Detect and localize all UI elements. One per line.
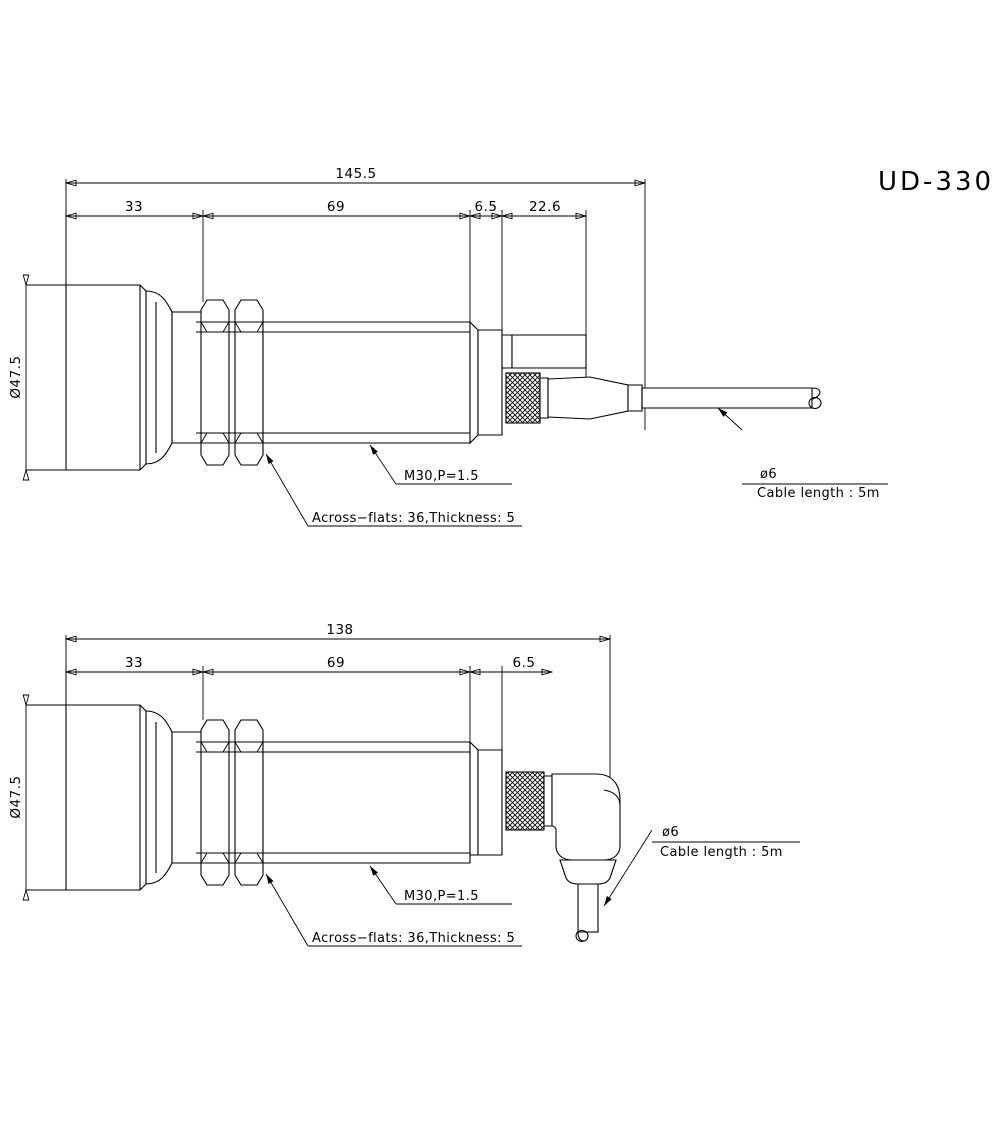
- threaded-barrel-lower: [196, 740, 503, 864]
- callout-thread-label-lower: M30,P=1.5: [404, 889, 479, 904]
- dim-label-6-5-lower: 6.5: [513, 655, 536, 671]
- callout-cable-diameter-lower: ø6: [662, 825, 679, 840]
- drawing-title: UD-330: [878, 167, 994, 197]
- dimension-diameter-47-5: Ø47.5: [8, 285, 66, 470]
- cable-right-angle: [575, 883, 599, 943]
- callout-hex-bottom: Across−flats: 36,Thickness: 5: [265, 873, 522, 947]
- dim-label-69: 69: [327, 199, 345, 215]
- dimension-overall-145-5: 145.5: [66, 166, 645, 430]
- dim-label-6-5: 6.5: [475, 199, 498, 215]
- cable-straight: [641, 387, 822, 410]
- dim-label-overall: 145.5: [335, 166, 376, 182]
- sensor-head-lower: [65, 704, 206, 891]
- connector-body-upper: [501, 334, 587, 369]
- dim-label-diameter-lower: Ø47.5: [8, 775, 24, 818]
- threaded-barrel: [196, 320, 503, 445]
- hex-nuts: [200, 299, 264, 466]
- sensor-head: [65, 284, 206, 471]
- callout-cable-length: Cable length : 5m: [757, 486, 880, 501]
- dimension-chain-top: 33 69 6.5 22.6: [66, 199, 586, 378]
- callout-thread-label: M30,P=1.5: [404, 469, 479, 484]
- dimension-chain-bottom: 33 69 6.5: [66, 655, 552, 790]
- hex-nuts-lower: [200, 719, 264, 886]
- dim-label-overall-lower: 138: [326, 622, 353, 638]
- callout-thread-bottom: M30,P=1.5: [369, 865, 512, 905]
- view-right-angle-connector: 138 33 69 6.5 Ø47.5: [8, 622, 800, 947]
- callout-cable-diameter: ø6: [760, 467, 777, 482]
- callout-hex-top: Across−flats: 36,Thickness: 5: [265, 453, 522, 527]
- callout-hex-label: Across−flats: 36,Thickness: 5: [312, 511, 515, 526]
- view-straight-connector: 145.5 33 69 6.5 22.6: [8, 166, 888, 527]
- callout-cable-length-lower: Cable length : 5m: [660, 845, 783, 860]
- knurled-coupling-nut-lower: [505, 771, 545, 831]
- dimension-overall-138: 138: [66, 622, 610, 790]
- dim-label-22-6: 22.6: [529, 199, 561, 215]
- right-angle-connector-housing: [543, 773, 621, 885]
- knurled-coupling-nut: [505, 372, 541, 424]
- callout-hex-label-lower: Across−flats: 36,Thickness: 5: [312, 931, 515, 946]
- cable-strain-relief: [539, 376, 643, 420]
- dim-label-33: 33: [125, 199, 143, 215]
- dim-label-diameter: Ø47.5: [8, 355, 24, 398]
- callout-cable-bottom: ø6 Cable length : 5m: [603, 825, 800, 907]
- dimension-diameter-47-5-lower: Ø47.5: [8, 705, 66, 890]
- callout-cable-top: ø6 Cable length : 5m: [717, 407, 888, 501]
- dim-label-33-lower: 33: [125, 655, 143, 671]
- callout-thread-top: M30,P=1.5: [369, 444, 512, 485]
- dim-label-69-lower: 69: [327, 655, 345, 671]
